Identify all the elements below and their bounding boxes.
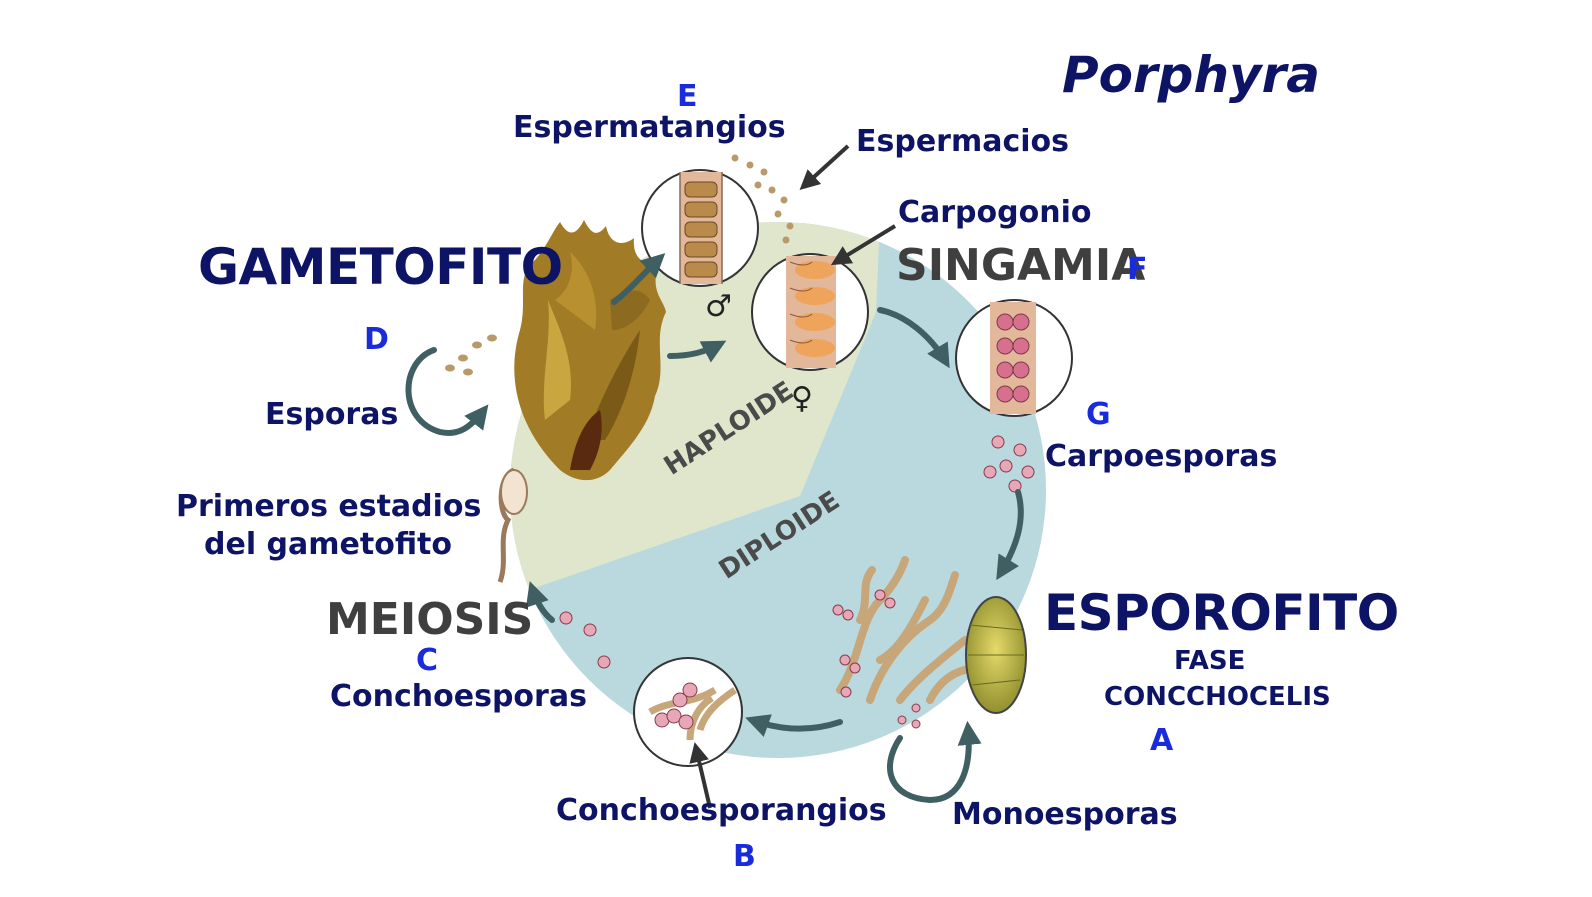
early-gametophyte <box>497 467 528 583</box>
conchospores-label: Conchoesporas <box>330 679 587 714</box>
step-letter-g: G <box>1086 397 1111 432</box>
shell <box>965 596 1027 714</box>
early-stages-label-line2: del gametofito <box>204 527 453 562</box>
step-letter-b: B <box>733 839 756 874</box>
conchocelis-phase-label-line2: CONCCHOCELIS <box>1104 682 1331 712</box>
monospores-label: Monoesporas <box>952 797 1178 832</box>
arrow-syngamy-to-zygote <box>877 307 950 369</box>
pointer-arrows <box>689 144 897 809</box>
step-letter-f: F <box>1127 252 1148 287</box>
pointer-spermatia <box>799 144 850 191</box>
sporophyte-stage-label: ESPOROFITO <box>1044 584 1399 642</box>
gametophyte-stage-label: GAMETOFITO <box>198 238 563 296</box>
diagram-title: Porphyra <box>1062 46 1321 104</box>
arrow-meiosis-to-early-stages <box>525 581 555 623</box>
meiosis-label: MEIOSIS <box>326 594 534 645</box>
conchospores-cluster <box>559 611 611 669</box>
step-letter-a: A <box>1150 723 1174 758</box>
syngamy-label: SINGAMIA <box>896 240 1146 291</box>
conchocelis-filaments <box>832 556 979 704</box>
arrow-gametophyte-to-carpogonium <box>667 340 727 363</box>
early-stages-label-line1: Primeros estadios <box>176 489 482 524</box>
arrow-monospores-recycle <box>887 720 982 804</box>
monospores-cluster <box>897 703 921 729</box>
spores-cluster <box>445 334 497 376</box>
spermatia-label: Espermacios <box>856 124 1070 159</box>
arrow-gametophyte-to-spermatangia <box>611 253 666 305</box>
step-letter-e: E <box>677 79 698 114</box>
gametophyte-thallus <box>514 220 666 481</box>
carpogonium-label: Carpogonio <box>898 195 1092 230</box>
arrow-carpospores-to-conchocelis <box>996 489 1024 581</box>
carposporangia-inset <box>955 299 1073 417</box>
conchocelis-phase-label-line1: FASE <box>1174 646 1246 676</box>
step-letter-c: C <box>416 643 439 678</box>
carpospores-label: Carpoesporas <box>1045 439 1278 474</box>
step-letter-d: D <box>364 322 389 357</box>
pointer-carpogonium <box>830 224 897 266</box>
spores-label: Esporas <box>265 397 399 432</box>
male-symbol: ♂ <box>705 289 732 324</box>
cycle-arrows <box>405 253 1024 804</box>
spermatia-dots <box>731 154 794 244</box>
spermatangia-label: Espermatangios <box>513 110 786 145</box>
female-symbol: ♀ <box>791 381 813 416</box>
arrow-conchocelis-to-conchosporangia <box>745 714 843 737</box>
pointer-conchosporangia <box>689 742 712 809</box>
conchosporangia-label: Conchoesporangios <box>556 793 887 828</box>
carpospores-cluster <box>983 435 1035 493</box>
spermatangia-inset <box>641 169 759 287</box>
carpogonium-inset <box>751 253 869 371</box>
conchosporangia-inset <box>633 657 743 767</box>
arrow-spores-recycle <box>405 347 489 436</box>
